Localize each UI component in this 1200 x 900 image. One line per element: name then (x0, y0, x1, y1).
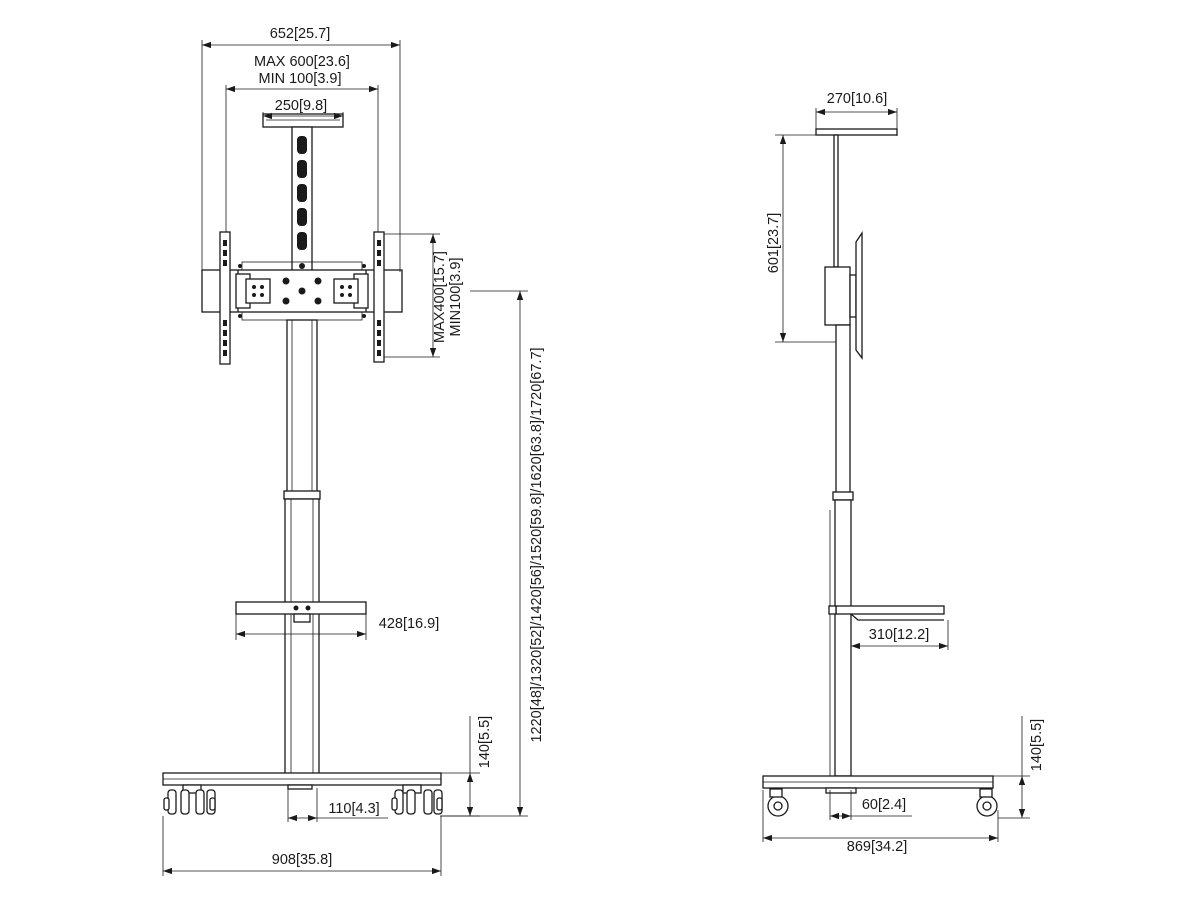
dim-side-top-shelf-depth: 270[10.6] (815, 91, 898, 130)
label-side-top-shelf-depth: 270[10.6] (827, 91, 887, 107)
dim-vesa-height: MAX400[15.7] MIN100[3.9] (384, 233, 464, 358)
label-top-shelf-width: 250[9.8] (275, 98, 327, 114)
dim-column-offset: 110[4.3] (287, 788, 388, 822)
label-base-height: 140[5.5] (477, 716, 493, 768)
label-height-positions: 1220[48]/1320[52]/1420[56]/1520[59.8]/16… (529, 347, 545, 742)
label-middle-shelf-width: 428[16.9] (379, 616, 439, 632)
dim-overall-width: 652[25.7] (201, 26, 401, 272)
dim-base-width: 908[35.8] (162, 816, 442, 876)
front-vesa-arm-left (219, 231, 231, 365)
front-view: 652[25.7] MAX 600[23.6] MIN 100[3.9] 250… (162, 26, 545, 876)
front-casters (163, 789, 443, 815)
label-side-middle-shelf-depth: 310[12.2] (869, 627, 929, 643)
label-vesa-max-height: MAX400[15.7] (432, 251, 448, 343)
side-upper-post (833, 134, 839, 268)
dim-middle-shelf-width: 428[16.9] (235, 614, 439, 640)
side-view: 270[10.6] 601[23.7] 310[12.2] 140[5.5] (762, 91, 1045, 855)
label-column-offset: 110[4.3] (328, 801, 379, 817)
label-base-width: 908[35.8] (272, 852, 332, 868)
side-casters (767, 788, 998, 817)
front-main-column (283, 319, 321, 777)
side-base (762, 775, 994, 794)
front-middle-shelf (235, 601, 367, 623)
label-side-base-height: 140[5.5] (1029, 719, 1045, 771)
dim-side-base-height: 140[5.5] (993, 716, 1045, 819)
side-main-column (829, 324, 854, 777)
dim-side-column-offset: 60[2.4] (829, 790, 912, 820)
dim-side-middle-shelf-depth: 310[12.2] (850, 620, 949, 650)
label-vesa-max-width: MAX 600[23.6] (254, 54, 350, 70)
label-vesa-min-width: MIN 100[3.9] (258, 71, 341, 87)
front-base (162, 772, 442, 794)
dim-top-shelf-width: 250[9.8] (262, 98, 344, 120)
side-top-shelf (815, 112, 898, 136)
front-upper-column (291, 126, 313, 273)
front-mounting-plate (201, 261, 403, 321)
side-middle-shelf (828, 605, 945, 621)
front-vesa-arm-right (373, 231, 385, 363)
label-side-base-depth: 869[34.2] (847, 839, 907, 855)
side-mount (824, 230, 863, 360)
label-side-column-offset: 60[2.4] (862, 797, 906, 813)
dim-side-top-shelf-height: 601[23.7] (766, 134, 836, 343)
label-side-top-shelf-height: 601[23.7] (766, 213, 782, 273)
dim-base-height: 140[5.5] (441, 716, 493, 817)
dim-side-base-depth: 869[34.2] (762, 790, 999, 855)
label-overall-width: 652[25.7] (270, 26, 330, 42)
dim-height-positions: 1220[48]/1320[52]/1420[56]/1520[59.8]/16… (440, 290, 545, 817)
dim-vesa-width: MAX 600[23.6] MIN 100[3.9] (225, 54, 379, 232)
label-vesa-min-height: MIN100[3.9] (448, 258, 464, 337)
